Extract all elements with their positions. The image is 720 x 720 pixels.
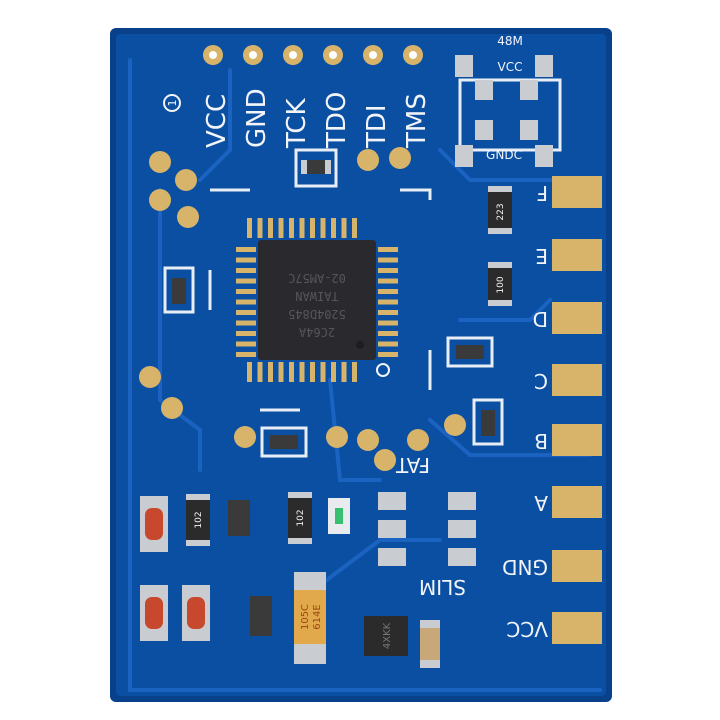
chip-pin bbox=[331, 218, 336, 238]
tantalum-capacitor bbox=[294, 590, 326, 644]
fat-label: FAT bbox=[395, 453, 430, 477]
chip-pin bbox=[331, 362, 336, 382]
crystal-48m: 48M VCC GNDC bbox=[455, 34, 562, 167]
pad-label-b: B bbox=[534, 429, 548, 453]
chip-pin bbox=[236, 331, 256, 336]
pad-label-c: C bbox=[534, 369, 548, 393]
pin-label-tck: TCK bbox=[282, 97, 312, 149]
transistor bbox=[364, 616, 408, 656]
edge-pads bbox=[552, 176, 602, 644]
pin-label-tdo: TDO bbox=[322, 92, 352, 149]
chip-text-line: TAIWAN bbox=[295, 289, 338, 303]
chip-pin bbox=[236, 289, 256, 294]
pad-label-d: D bbox=[533, 307, 548, 331]
chip-pin bbox=[352, 218, 357, 238]
svg-text:100: 100 bbox=[496, 276, 506, 293]
pad-label-gnd: GND bbox=[502, 555, 548, 579]
pin-label-tms: TMS bbox=[402, 93, 432, 149]
chip-pin bbox=[236, 278, 256, 284]
chip-pin bbox=[310, 362, 315, 382]
chip-pin bbox=[378, 341, 398, 347]
chip-pin bbox=[378, 268, 398, 273]
svg-text:102: 102 bbox=[194, 511, 204, 528]
pad-label-e: E bbox=[535, 244, 548, 268]
chip-pin bbox=[268, 362, 273, 382]
chip-pin bbox=[352, 362, 357, 382]
chip-pin bbox=[378, 331, 398, 336]
chip-pin bbox=[341, 218, 347, 238]
svg-text:VCC: VCC bbox=[498, 60, 523, 74]
svg-text:48M: 48M bbox=[497, 34, 523, 48]
vias bbox=[139, 147, 466, 471]
chip-pin bbox=[320, 218, 326, 238]
chip-text-line: 02-AM57C bbox=[288, 271, 346, 285]
fat-slim-jumpers: FAT SLIM bbox=[378, 453, 476, 599]
pad-label-a: A bbox=[534, 491, 548, 515]
chip-pin bbox=[236, 341, 256, 347]
chip-pin bbox=[378, 310, 398, 315]
svg-text:GNDC: GNDC bbox=[486, 148, 522, 162]
smd-components: 223 100 102 102 105C 614E 4XKK bbox=[140, 148, 512, 668]
cpld-chip bbox=[258, 240, 376, 360]
chip-pin bbox=[278, 218, 284, 238]
qfp-pins bbox=[236, 218, 398, 382]
chip-pin bbox=[378, 320, 398, 326]
chip-pin bbox=[289, 362, 294, 382]
chip-pin bbox=[268, 218, 273, 238]
chip-pin bbox=[236, 310, 256, 315]
pin1-marker: 1 bbox=[166, 100, 179, 107]
chip-pin bbox=[236, 352, 256, 357]
chip-pin bbox=[236, 257, 256, 263]
svg-text:105C: 105C bbox=[300, 604, 311, 630]
chip-text-line: 5204D845 bbox=[288, 307, 346, 321]
chip-pin bbox=[236, 268, 256, 273]
chip-pin bbox=[299, 362, 305, 382]
chip-pin bbox=[341, 362, 347, 382]
chip-pin bbox=[247, 218, 252, 238]
svg-text:223: 223 bbox=[496, 203, 506, 220]
chip-pin bbox=[236, 299, 256, 305]
pin-label-tdi: TDI bbox=[362, 104, 392, 149]
chip-pin bbox=[247, 362, 252, 382]
chip-pin bbox=[289, 218, 294, 238]
chip-pin bbox=[378, 352, 398, 357]
traces bbox=[128, 58, 602, 692]
chip-pin bbox=[236, 247, 256, 252]
chip-pin bbox=[310, 218, 315, 238]
chip-pin bbox=[378, 278, 398, 284]
chip-pin bbox=[320, 362, 326, 382]
chip-pin bbox=[257, 362, 263, 382]
chip-pin bbox=[378, 257, 398, 263]
svg-text:614E: 614E bbox=[312, 604, 323, 629]
slim-label: SLIM bbox=[419, 575, 466, 599]
header-pins bbox=[203, 45, 423, 65]
chip-pin bbox=[257, 218, 263, 238]
svg-text:102: 102 bbox=[296, 509, 306, 526]
chip-text-line: 2C64A bbox=[298, 325, 335, 339]
chip-pin bbox=[278, 362, 284, 382]
chip-pin bbox=[236, 320, 256, 326]
pad-label-vcc: VCC bbox=[506, 617, 548, 641]
chip-pin bbox=[378, 299, 398, 305]
svg-text:4XKK: 4XKK bbox=[382, 622, 393, 649]
pad-label-f: F bbox=[536, 181, 548, 205]
pin-label-gnd: GND bbox=[242, 88, 272, 148]
chip-pin bbox=[299, 218, 305, 238]
chip-pin bbox=[378, 247, 398, 252]
chip-pin bbox=[378, 289, 398, 294]
pin-label-vcc: VCC bbox=[202, 94, 232, 148]
